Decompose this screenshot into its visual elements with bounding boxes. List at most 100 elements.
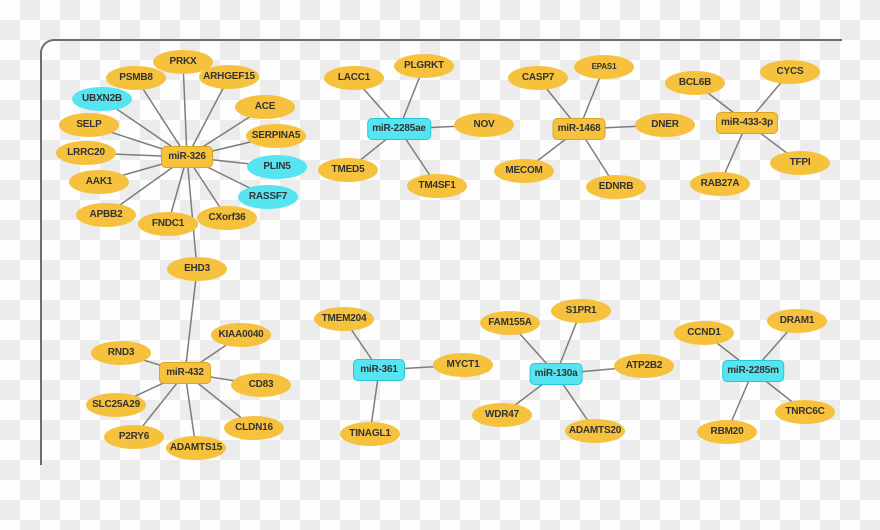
node-label-miR-432: miR-432	[166, 367, 204, 378]
node-label-DRAM1: DRAM1	[779, 315, 815, 326]
gene-node-LRRC20[interactable]: LRRC20	[56, 141, 116, 165]
node-label-BCL6B: BCL6B	[678, 77, 712, 88]
gene-node-CXorf36[interactable]: CXorf36	[197, 206, 257, 230]
edge-miR-326-PRKX	[182, 61, 188, 158]
gene-node-EHD3[interactable]: EHD3	[167, 257, 227, 281]
node-label-CYCS: CYCS	[776, 66, 804, 77]
gene-node-MYCT1[interactable]: MYCT1	[433, 353, 493, 377]
gene-node-CYCS[interactable]: CYCS	[760, 60, 820, 84]
gene-node-MECOM[interactable]: MECOM	[494, 159, 554, 183]
gene-node-AAK1[interactable]: AAK1	[69, 170, 129, 194]
gene-node-TFPI[interactable]: TFPI	[770, 151, 830, 175]
node-label-miR-1468: miR-1468	[557, 123, 601, 134]
node-label-ARHGEF15: ARHGEF15	[203, 71, 255, 82]
gene-node-TMEM204[interactable]: TMEM204	[314, 307, 374, 331]
node-label-ADAMTS20: ADAMTS20	[568, 425, 622, 436]
node-label-LRRC20: LRRC20	[67, 147, 105, 158]
mirna-hub-node-miR-2285ae[interactable]: miR-2285ae	[367, 118, 431, 140]
gene-node-SELP[interactable]: SELP	[59, 113, 119, 137]
gene-node-SLC25A29[interactable]: SLC25A29	[86, 393, 146, 417]
mirna-hub-node-miR-326[interactable]: miR-326	[161, 146, 213, 168]
gene-node-FNDC1[interactable]: FNDC1	[138, 212, 198, 236]
node-label-KIAA0040: KIAA0040	[218, 329, 264, 340]
gene-node-RAB27A[interactable]: RAB27A	[690, 172, 750, 196]
node-label-miR-2285ae: miR-2285ae	[372, 123, 426, 134]
node-label-AAK1: AAK1	[85, 176, 113, 187]
node-label-RND3: RND3	[107, 347, 135, 358]
gene-node-BCL6B[interactable]: BCL6B	[665, 71, 725, 95]
node-label-CD83: CD83	[248, 379, 274, 390]
node-label-TMEM204: TMEM204	[321, 313, 367, 324]
node-label-SERPINA5: SERPINA5	[251, 130, 301, 141]
gene-node-DNER[interactable]: DNER	[635, 113, 695, 137]
gene-node-CCND1[interactable]: CCND1	[674, 321, 734, 345]
mirna-hub-node-miR-130a[interactable]: miR-130a	[529, 363, 583, 385]
gene-node-KIAA0040[interactable]: KIAA0040	[211, 323, 271, 347]
edge-miR-326-ARHGEF15	[186, 76, 230, 158]
gene-node-TM4SF1[interactable]: TM4SF1	[407, 174, 467, 198]
gene-node-ARHGEF15[interactable]: ARHGEF15	[199, 65, 259, 89]
node-label-TINAGL1: TINAGL1	[349, 428, 391, 439]
gene-node-APBB2[interactable]: APBB2	[76, 203, 136, 227]
gene-node-EPAS1[interactable]: EPAS1	[574, 55, 634, 79]
node-label-LACC1: LACC1	[337, 72, 371, 83]
gene-node-PLIN5[interactable]: PLIN5	[247, 155, 307, 179]
node-label-MECOM: MECOM	[505, 165, 543, 176]
node-label-miR-130a: miR-130a	[534, 368, 578, 379]
gene-node-ADAMTS20[interactable]: ADAMTS20	[565, 419, 625, 443]
gene-node-S1PR1[interactable]: S1PR1	[551, 299, 611, 323]
gene-node-ACE[interactable]: ACE	[235, 95, 295, 119]
node-label-RASSF7: RASSF7	[248, 191, 288, 202]
gene-node-LACC1[interactable]: LACC1	[324, 66, 384, 90]
gene-node-TNRC6C[interactable]: TNRC6C	[775, 400, 835, 424]
gene-node-WDR47[interactable]: WDR47	[472, 403, 532, 427]
node-label-CASP7: CASP7	[521, 72, 555, 83]
node-label-PRKX: PRKX	[169, 56, 197, 67]
gene-node-PLGRKT[interactable]: PLGRKT	[394, 54, 454, 78]
gene-node-ADAMTS15[interactable]: ADAMTS15	[166, 436, 226, 460]
node-label-EDNRB: EDNRB	[598, 181, 634, 192]
node-label-PSMB8: PSMB8	[119, 72, 153, 83]
node-label-NOV: NOV	[473, 119, 495, 130]
gene-node-DRAM1[interactable]: DRAM1	[767, 309, 827, 333]
gene-node-UBXN2B[interactable]: UBXN2B	[72, 87, 132, 111]
gene-node-TINAGL1[interactable]: TINAGL1	[340, 422, 400, 446]
node-label-SLC25A29: SLC25A29	[92, 399, 140, 410]
mirna-hub-node-miR-361[interactable]: miR-361	[353, 359, 405, 381]
node-label-P2RY6: P2RY6	[118, 431, 150, 442]
node-label-FNDC1: FNDC1	[151, 218, 185, 229]
node-label-miR-433-3p: miR-433-3p	[721, 117, 773, 128]
gene-node-RND3[interactable]: RND3	[91, 341, 151, 365]
gene-node-CD83[interactable]: CD83	[231, 373, 291, 397]
node-label-TMED5: TMED5	[331, 164, 365, 175]
node-label-UBXN2B: UBXN2B	[82, 93, 122, 104]
mirna-hub-node-miR-1468[interactable]: miR-1468	[552, 118, 606, 140]
node-label-APBB2: APBB2	[89, 209, 123, 220]
gene-node-CASP7[interactable]: CASP7	[508, 66, 568, 90]
node-label-miR-326: miR-326	[168, 151, 206, 162]
node-label-TM4SF1: TM4SF1	[418, 180, 456, 191]
node-label-ATP2B2: ATP2B2	[625, 360, 663, 371]
node-label-PLIN5: PLIN5	[263, 161, 291, 172]
node-label-SELP: SELP	[76, 119, 102, 130]
gene-node-CLDN16[interactable]: CLDN16	[224, 416, 284, 440]
gene-node-NOV[interactable]: NOV	[454, 113, 514, 137]
gene-node-P2RY6[interactable]: P2RY6	[104, 425, 164, 449]
gene-node-EDNRB[interactable]: EDNRB	[586, 175, 646, 199]
edge-miR-326-EHD3	[186, 156, 198, 270]
node-label-TNRC6C: TNRC6C	[785, 406, 825, 417]
gene-node-FAM155A[interactable]: FAM155A	[480, 311, 540, 335]
mirna-hub-node-miR-2285m[interactable]: miR-2285m	[722, 360, 784, 382]
gene-node-PSMB8[interactable]: PSMB8	[106, 66, 166, 90]
node-label-miR-2285m: miR-2285m	[727, 365, 779, 376]
gene-node-ATP2B2[interactable]: ATP2B2	[614, 354, 674, 378]
node-label-EPAS1: EPAS1	[591, 62, 617, 71]
mirna-hub-node-miR-432[interactable]: miR-432	[159, 362, 211, 384]
gene-node-SERPINA5[interactable]: SERPINA5	[246, 124, 306, 148]
gene-node-TMED5[interactable]: TMED5	[318, 158, 378, 182]
node-label-CCND1: CCND1	[687, 327, 721, 338]
gene-node-RBM20[interactable]: RBM20	[697, 420, 757, 444]
gene-node-RASSF7[interactable]: RASSF7	[238, 185, 298, 209]
node-label-ACE: ACE	[254, 101, 276, 112]
mirna-hub-node-miR-433-3p[interactable]: miR-433-3p	[716, 112, 778, 134]
